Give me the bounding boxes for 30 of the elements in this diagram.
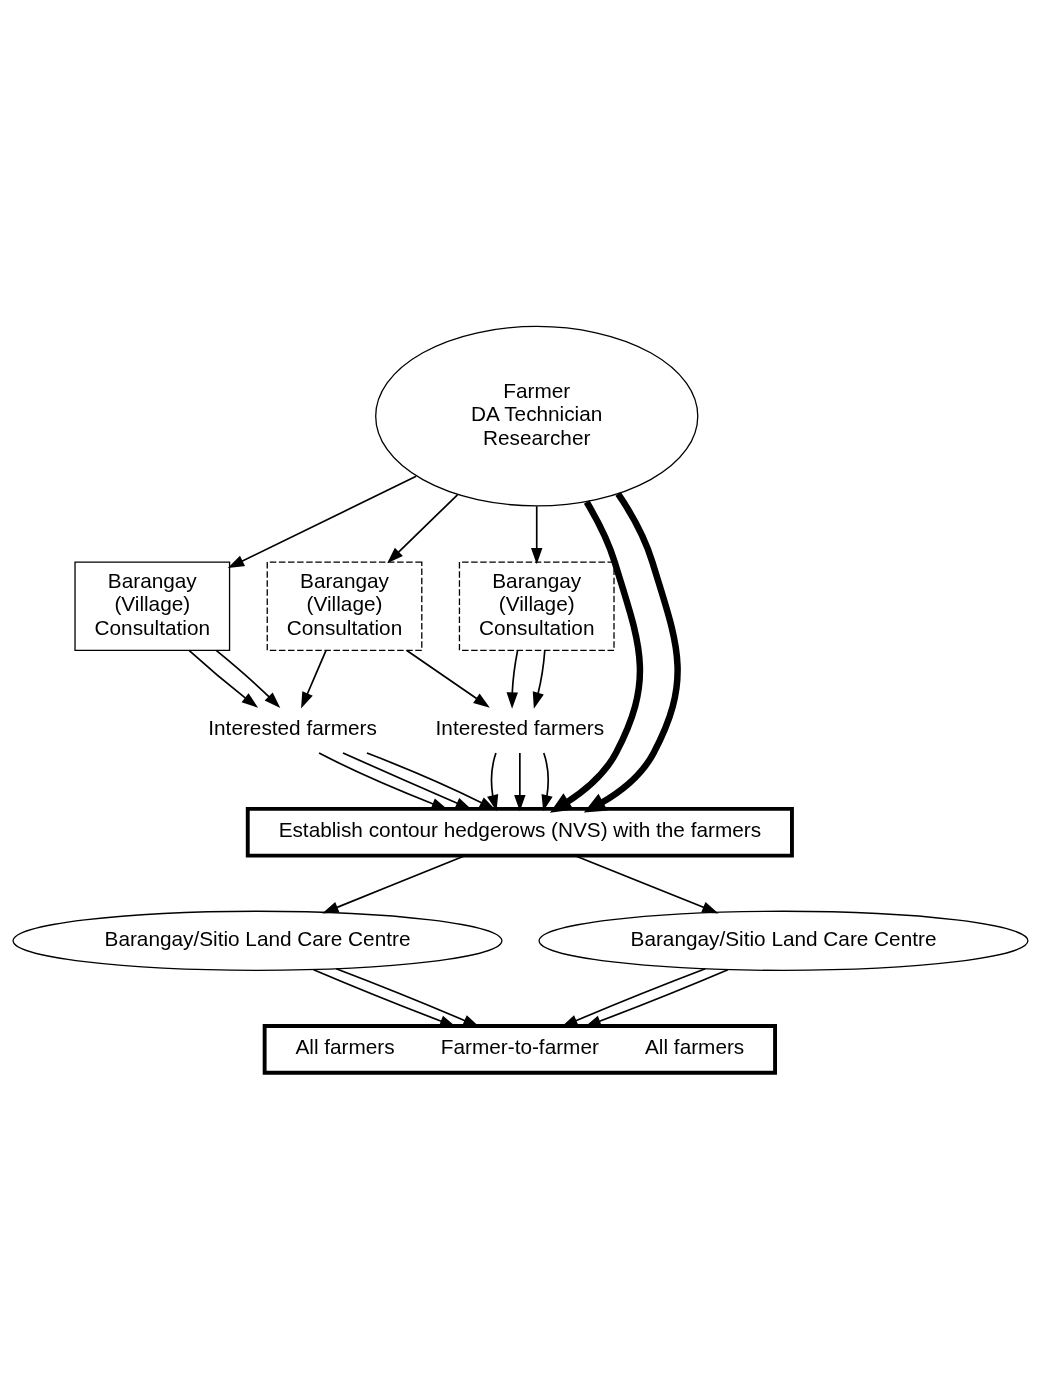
node-ellipse: Barangay/Sitio Land Care Centre: [538, 910, 1029, 971]
arrow: [227, 474, 417, 568]
arrow: [583, 491, 681, 812]
arrow: [215, 649, 281, 708]
arrow: [301, 649, 327, 709]
arrow: [487, 751, 499, 811]
arrow: [366, 751, 496, 810]
arrow: [531, 504, 543, 564]
arrow: [506, 649, 519, 709]
arrow: [541, 751, 553, 811]
node-ellipse: Barangay/Sitio Land Care Centre: [12, 910, 503, 971]
arrow: [335, 967, 480, 1027]
arrow: [561, 967, 707, 1027]
arrow: [188, 649, 259, 708]
node-box: Establish contour hedgerows (NVS) with the farmers: [245, 806, 794, 858]
arrow: [532, 649, 546, 709]
node-ellipse: Farmer DA Technician Researcher: [375, 325, 699, 507]
arrow: [342, 751, 472, 810]
arrow: [574, 854, 719, 913]
node-box: All farmers Farmer-to-farmer All farmers: [262, 1023, 777, 1075]
arrow: [514, 751, 526, 811]
node-text: Interested farmers: [435, 715, 605, 739]
node-box: Barangay (Village) Consultation: [266, 560, 423, 651]
arrow: [387, 493, 459, 563]
arrow: [549, 499, 644, 813]
node-text: Interested farmers: [208, 715, 377, 739]
arrow: [406, 649, 490, 708]
node-box: Barangay (Village) Consultation: [458, 560, 615, 651]
arrow: [322, 854, 466, 913]
node-box: Barangay (Village) Consultation: [74, 560, 231, 651]
